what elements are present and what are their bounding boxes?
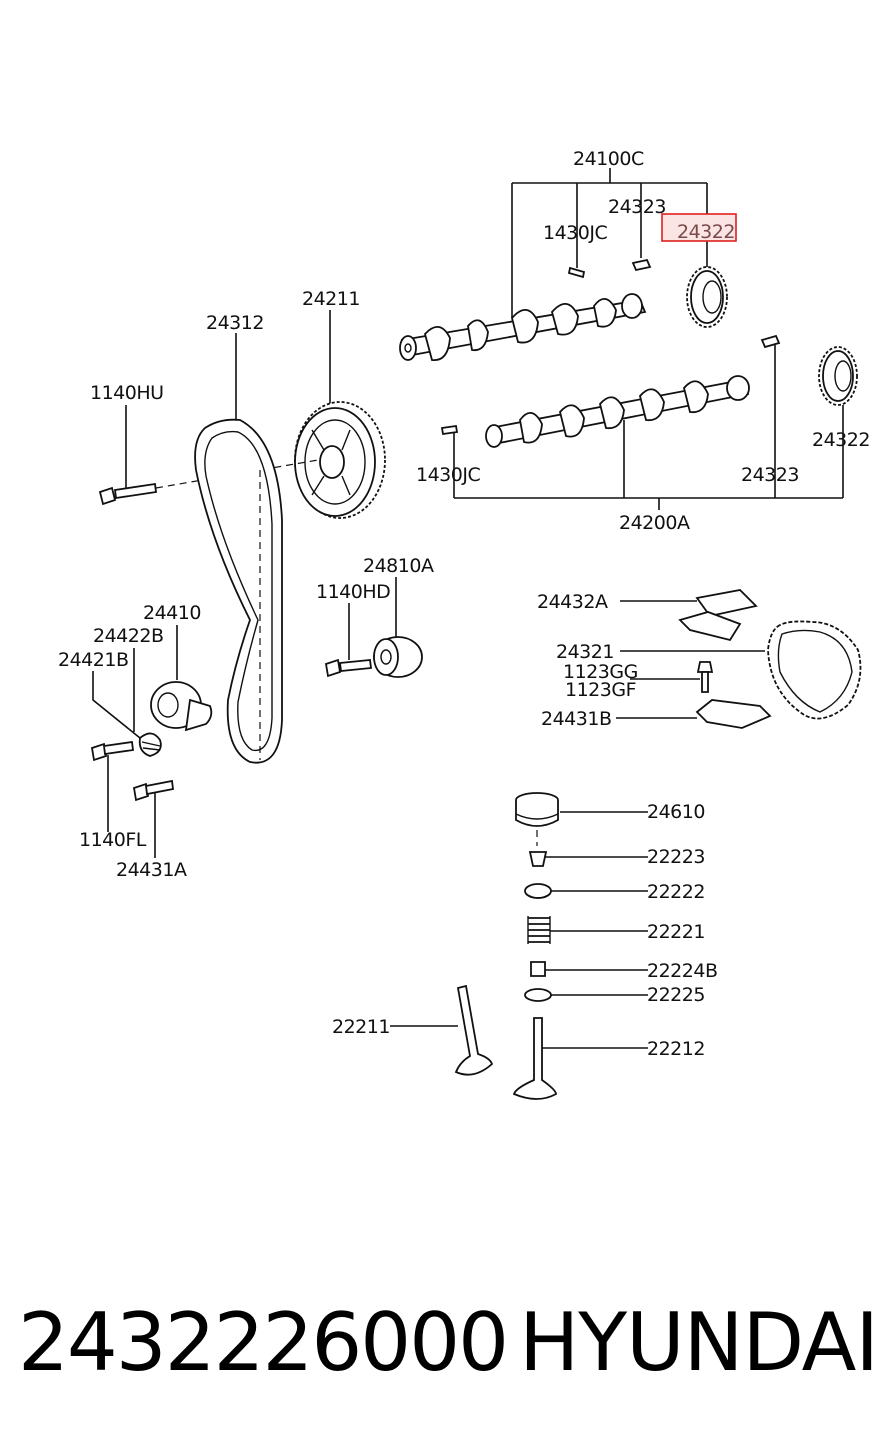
key-parts-upper xyxy=(567,258,652,279)
label-1123gf[interactable]: 1123GF xyxy=(565,679,637,701)
label-24610[interactable]: 24610 xyxy=(647,801,705,823)
brand-name: HYUNDAI xyxy=(519,1296,879,1389)
bolt-1140hu-drawing xyxy=(98,459,319,506)
label-1140fl[interactable]: 1140FL xyxy=(79,829,147,851)
part-number: 2432226000 xyxy=(18,1296,509,1389)
label-1140hd[interactable]: 1140HD xyxy=(316,581,391,603)
highlight-box xyxy=(661,213,737,242)
label-24431b[interactable]: 24431B xyxy=(541,708,612,730)
key-parts-lower xyxy=(440,334,781,436)
label-24431a[interactable]: 24431A xyxy=(116,859,187,881)
timing-belt-drawing xyxy=(194,418,283,764)
lower-sprocket-drawing xyxy=(818,346,858,406)
label-24200a[interactable]: 24200A xyxy=(619,512,690,534)
label-24322-lower[interactable]: 24322 xyxy=(812,429,870,451)
leader-lines xyxy=(92,168,844,1049)
label-1140hu[interactable]: 1140HU xyxy=(90,382,164,404)
label-24422b[interactable]: 24422B xyxy=(93,625,164,647)
label-22223[interactable]: 22223 xyxy=(647,846,705,868)
label-24100c[interactable]: 24100C xyxy=(573,148,644,170)
label-24322-upper[interactable]: 24322 xyxy=(677,221,735,243)
label-1430jc-lower[interactable]: 1430JC xyxy=(416,464,481,486)
cam-pulley-drawing xyxy=(294,401,386,519)
label-24321[interactable]: 24321 xyxy=(556,641,614,663)
label-22225[interactable]: 22225 xyxy=(647,984,705,1006)
label-22211[interactable]: 22211 xyxy=(332,1016,390,1038)
label-1430jc-upper[interactable]: 1430JC xyxy=(543,222,608,244)
upper-sprocket-drawing xyxy=(686,266,728,328)
label-24211[interactable]: 24211 xyxy=(302,288,360,310)
label-1123gg[interactable]: 1123GG xyxy=(563,661,638,683)
label-24810a[interactable]: 24810A xyxy=(363,555,434,577)
label-22212[interactable]: 22212 xyxy=(647,1038,705,1060)
tensioner-drawing xyxy=(90,681,213,802)
label-24432a[interactable]: 24432A xyxy=(537,591,608,613)
label-22224b[interactable]: 22224B xyxy=(647,960,718,982)
label-22222[interactable]: 22222 xyxy=(647,881,705,903)
lower-camshaft-drawing xyxy=(485,375,750,448)
label-24421b[interactable]: 24421B xyxy=(58,649,129,671)
label-24410[interactable]: 24410 xyxy=(143,602,201,624)
callout-labels: 24100C 24323 1430JC 24322 24211 24312 11… xyxy=(58,148,870,1060)
upper-camshaft-drawing xyxy=(399,293,647,361)
label-24323-lower[interactable]: 24323 xyxy=(741,464,799,486)
balance-belt-drawing xyxy=(678,589,862,729)
label-24323-upper[interactable]: 24323 xyxy=(608,196,666,218)
valve-train-drawing xyxy=(454,792,559,1100)
label-22221[interactable]: 22221 xyxy=(647,921,705,943)
idler-pulley-drawing xyxy=(324,636,423,678)
footer: 2432226000 HYUNDAI xyxy=(18,1296,879,1389)
label-24312[interactable]: 24312 xyxy=(206,312,264,334)
